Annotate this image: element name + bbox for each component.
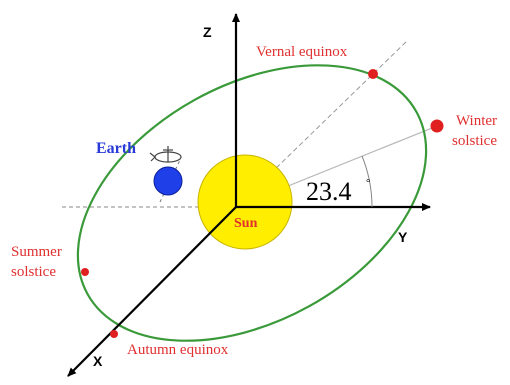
- tilt-angle-value: 23.4: [306, 177, 352, 206]
- autumn-equinox-label: Autumn equinox: [127, 342, 229, 358]
- x-axis: [67, 206, 237, 377]
- tilt-angle-unit: °: [366, 177, 370, 189]
- z-axis-label: Z: [203, 24, 212, 40]
- sun: [197, 154, 293, 250]
- x-axis-label: X: [93, 353, 103, 369]
- earth-orbit: [76, 64, 428, 342]
- earth-label: Earth: [96, 140, 136, 157]
- winter-solstice-label-line2: solstice: [452, 133, 497, 149]
- summer-solstice-label-line2: solstice: [11, 264, 56, 280]
- earth: [153, 166, 183, 196]
- winter-solstice-point: [430, 119, 444, 133]
- summer-solstice-point: [81, 268, 89, 276]
- tilt-angle-arc: [361, 155, 373, 208]
- summer-solstice-label-line1: Summer: [11, 244, 62, 260]
- winter-solstice-label-line1: Winter: [456, 113, 497, 129]
- sun-label: Sun: [234, 216, 258, 231]
- vernal-equinox-label: Vernal equinox: [256, 44, 348, 60]
- earth-axis-dashed: [159, 159, 181, 203]
- y-axis-label: Y: [398, 229, 408, 245]
- rotation-arrow-icon: [149, 146, 182, 163]
- vernal-equinox-point: [368, 69, 378, 79]
- autumn-equinox-point: [110, 330, 118, 338]
